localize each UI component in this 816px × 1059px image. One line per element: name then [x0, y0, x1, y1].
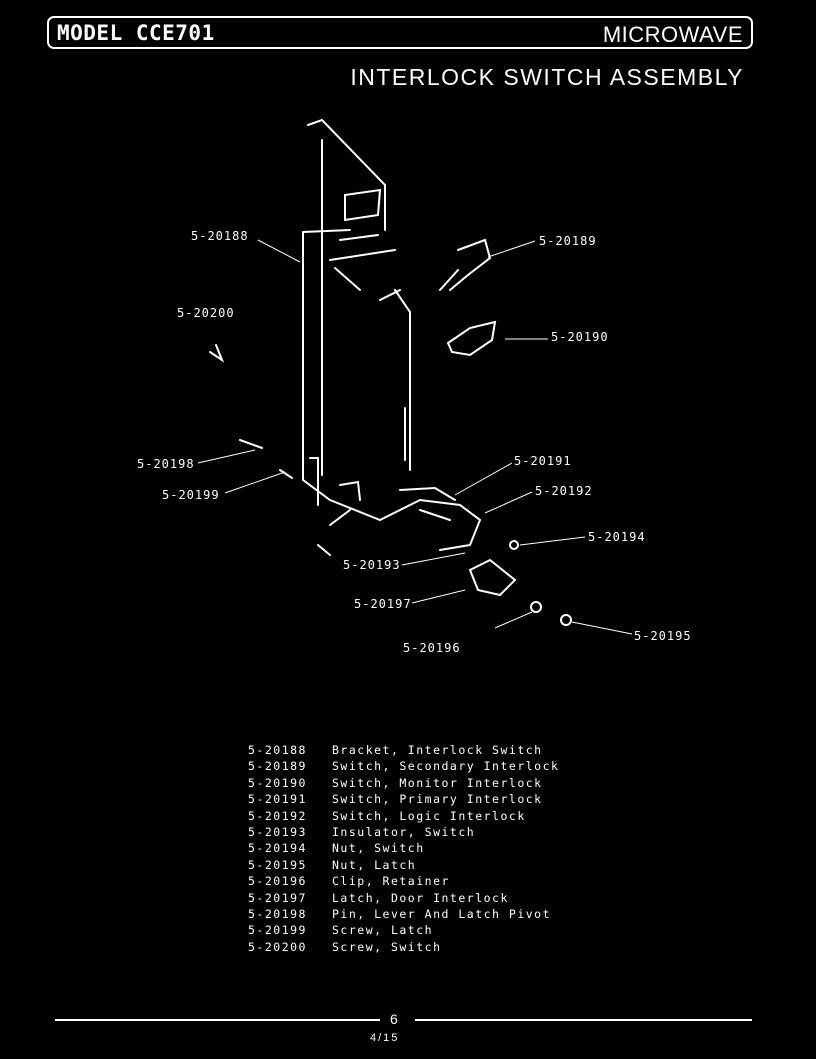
part-description: Switch, Logic Interlock: [332, 808, 526, 823]
exploded-parts-diagram: [197, 118, 633, 635]
parts-list-row: 5-20198 Pin, Lever And Latch Pivot: [248, 906, 559, 922]
callout-5-20198: 5-20198: [137, 457, 195, 471]
callout-5-20194: 5-20194: [588, 530, 646, 544]
parts-list-row: 5-20196 Clip, Retainer: [248, 873, 559, 889]
part-description: Screw, Latch: [332, 923, 434, 938]
parts-list-row: 5-20193 Insulator, Switch: [248, 824, 559, 840]
part-number: 5-20192: [248, 808, 307, 823]
parts-list-row: 5-20191 Switch, Primary Interlock: [248, 791, 559, 807]
part-number: 5-20190: [248, 775, 307, 790]
part-number: 5-20188: [248, 743, 307, 757]
part-description: Insulator, Switch: [332, 825, 476, 840]
parts-list-row: 5-20188 Bracket, Interlock Switch: [248, 742, 559, 758]
appliance-category: MICROWAVE: [602, 22, 743, 47]
parts-list-row: 5-20197 Latch, Door Interlock: [248, 890, 559, 906]
part-number: 5-20194: [248, 841, 307, 856]
part-number: 5-20200: [248, 939, 307, 954]
callout-5-20189: 5-20189: [539, 234, 597, 248]
parts-list-row: 5-20195 Nut, Latch: [248, 857, 559, 873]
callout-5-20197: 5-20197: [354, 597, 412, 611]
header-box: MODEL CCE701 MICROWAVE: [47, 16, 753, 49]
callout-5-20200: 5-20200: [177, 306, 235, 320]
part-number: 5-20189: [248, 759, 307, 774]
secondary-switch-shape: [439, 238, 492, 291]
part-description: Pin, Lever And Latch Pivot: [332, 907, 552, 922]
callout-5-20192: 5-20192: [535, 484, 593, 498]
part-number: 5-20193: [248, 825, 307, 840]
parts-list-row: 5-20194 Nut, Switch: [248, 840, 559, 856]
footer-rule-right: [415, 1019, 752, 1021]
part-description: Switch, Secondary Interlock: [332, 759, 560, 774]
parts-list-row: 5-20192 Switch, Logic Interlock: [248, 808, 559, 824]
part-description: Latch, Door Interlock: [332, 890, 509, 905]
parts-list-row: 5-20190 Switch, Monitor Interlock: [248, 775, 559, 791]
callout-5-20195: 5-20195: [634, 629, 692, 643]
bracket-shape: [302, 118, 411, 481]
part-description: Nut, Switch: [332, 841, 425, 856]
callout-5-20196: 5-20196: [403, 641, 461, 655]
part-description: Switch, Monitor Interlock: [332, 775, 543, 790]
page-title: INTERLOCK SWITCH ASSEMBLY: [350, 64, 744, 90]
parts-list: 5-20188 Bracket, Interlock Switch 5-20189…: [248, 742, 559, 955]
part-description: Switch, Primary Interlock: [332, 792, 543, 807]
page-code: 4/15: [370, 1032, 400, 1044]
part-description: Screw, Switch: [332, 939, 442, 954]
callout-5-20188: 5-20188: [191, 229, 249, 243]
page-number: 6: [390, 1011, 398, 1027]
part-description: Bracket, Interlock Switch: [332, 743, 543, 757]
model-number: MODEL CCE701: [57, 21, 215, 45]
monitor-switch-shape: [446, 320, 497, 357]
part-number: 5-20197: [248, 890, 307, 905]
footer-rule-left: [55, 1019, 380, 1021]
part-number: 5-20199: [248, 923, 307, 938]
callout-5-20190: 5-20190: [551, 330, 609, 344]
part-description: Nut, Latch: [332, 857, 417, 872]
part-number: 5-20195: [248, 857, 307, 872]
callout-5-20193: 5-20193: [343, 558, 401, 572]
latch-assembly-shape: [302, 479, 482, 556]
part-description: Clip, Retainer: [332, 874, 450, 889]
parts-list-row: 5-20200 Screw, Switch: [248, 939, 559, 955]
parts-list-row: 5-20199 Screw, Latch: [248, 922, 559, 938]
callout-5-20199: 5-20199: [162, 488, 220, 502]
part-number: 5-20196: [248, 874, 307, 889]
callout-5-20191: 5-20191: [514, 454, 572, 468]
parts-list-row: 5-20189 Switch, Secondary Interlock: [248, 758, 559, 774]
part-number: 5-20198: [248, 907, 307, 922]
part-number: 5-20191: [248, 792, 307, 807]
